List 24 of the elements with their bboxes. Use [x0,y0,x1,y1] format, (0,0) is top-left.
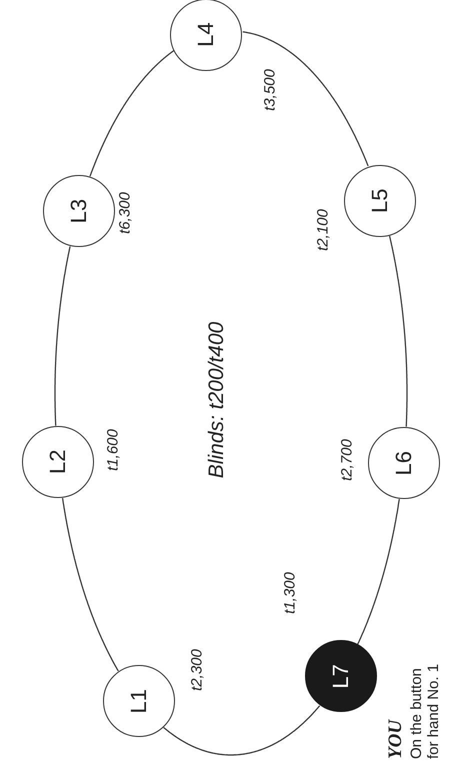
chip-count: t1,600 [104,429,122,471]
table-edge [242,31,369,166]
chip-count: t6,300 [116,192,134,234]
table-edge [89,50,174,177]
seat-circle: L5 [344,164,416,237]
chip-count: t1,300 [282,572,298,614]
blinds-label: Blinds: t200/t400 [205,322,229,478]
seat-circle: L6 [368,427,440,500]
table-edge [163,705,320,756]
chip-count: t2,100 [314,209,332,251]
seat-circle: L3 [42,175,115,248]
seat-circle: L1 [102,665,175,738]
chip-count: t2,700 [338,439,356,481]
table-edge [54,246,71,426]
table-edge [357,498,400,645]
player-label: YOU [386,720,406,759]
seat-circle: L2 [22,426,94,498]
table-edge [62,498,119,672]
seat-circle: L4 [170,0,242,71]
seat-circle: L7 [304,640,377,712]
button-note: On the button for hand No. 1 [408,662,442,759]
chip-count: t3,500 [262,69,278,111]
chip-count: t2,300 [188,649,206,691]
table-edge [389,236,408,427]
